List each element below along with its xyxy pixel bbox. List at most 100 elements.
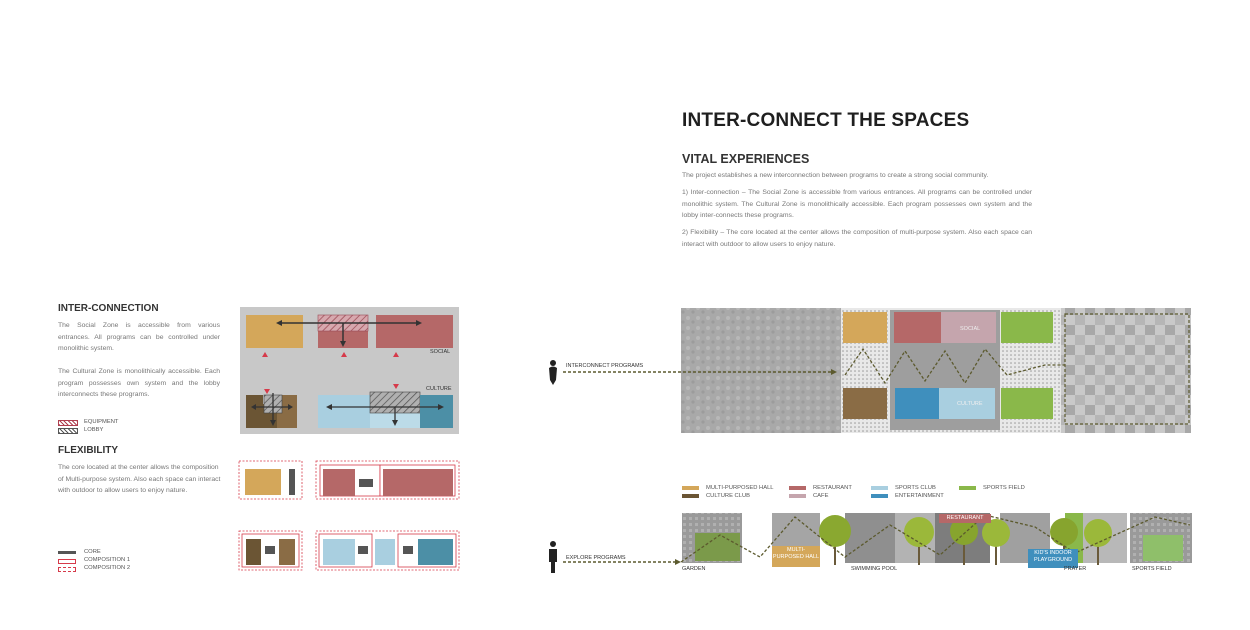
person-body-icon: [549, 366, 557, 385]
comp-bottom-right-sports: [323, 539, 355, 565]
core-swatch: [58, 551, 76, 554]
core-4: [358, 546, 368, 554]
legend-swatch-culture-club: [682, 494, 699, 498]
tree-2: [904, 517, 934, 565]
comp-top-left-outer: [238, 460, 303, 500]
point-1-text: 1) Inter-connection – The Social Zone is…: [682, 189, 1032, 219]
interconnection-diagram: [240, 307, 459, 434]
plan-diagram: [549, 308, 1191, 433]
legend-core: CORE: [84, 549, 101, 555]
plan-site-right: [1061, 308, 1191, 433]
explore-strip: [549, 513, 1192, 573]
intro-text: The project establishes a new interconne…: [682, 172, 989, 179]
photo-sports-field-green: [1143, 535, 1183, 561]
tree-3: [950, 517, 978, 565]
legend-swatch-entertainment: [871, 494, 888, 498]
interconnection-para-2: The Cultural Zone is monolithically acce…: [58, 368, 220, 398]
legend-equipment: EQUIPMENT: [84, 419, 119, 425]
plan-culture-club: [843, 388, 887, 419]
legend-sports-field: SPORTS FIELD: [983, 485, 1025, 491]
legend-swatch-cafe: [789, 494, 806, 498]
plan-zigzag-path: [844, 347, 1065, 385]
tag-hall: MULTI-PURPOSED HALL: [772, 546, 820, 567]
place-garden: GARDEN: [682, 566, 706, 572]
arrow-down-1: [264, 389, 270, 394]
section-subtitle: VITAL EXPERIENCES: [682, 152, 810, 166]
explorer-body-icon: [549, 549, 557, 573]
place-prayer: PRAYER: [1064, 566, 1087, 572]
comp-bottom-left-club-b: [279, 539, 295, 565]
legend-composition-1: COMPOSITION 1: [84, 557, 131, 563]
composition-1-swatch: [58, 559, 76, 564]
legend-lobby: LOBBY: [84, 427, 104, 433]
tree-4: [982, 519, 1010, 565]
core-3: [265, 546, 275, 554]
flexibility-diagram: [238, 460, 460, 571]
comp-bottom-right-outer: [315, 530, 460, 571]
legend-restaurant: RESTAURANT: [813, 485, 852, 491]
plan-restaurant: [894, 312, 941, 343]
legend-composition-2: COMPOSITION 2: [84, 565, 131, 571]
legend-cafe: CAFE: [813, 493, 829, 499]
plan-site-left: [681, 308, 841, 433]
plan-sports-club: [939, 388, 995, 419]
person-head: [550, 360, 556, 366]
plan-label-culture: CULTURE: [957, 401, 983, 407]
legend-swatch-sports-club: [871, 486, 888, 490]
legend-entertainment: ENTERTAINMENT: [895, 493, 944, 499]
composition-2-swatch: [58, 567, 76, 572]
explore-route: [680, 514, 1191, 563]
comp-bottom-left-club-a: [246, 539, 261, 565]
arrow-up-3: [393, 352, 399, 357]
legend-swatch-hall: [682, 486, 699, 490]
legend-hall: MULTI-PURPOSED HALL: [706, 485, 774, 491]
explorer-head: [550, 541, 556, 547]
comp-bottom-right-sports-2: [375, 539, 395, 565]
point-2-text: 2) Flexibility – The core located at the…: [682, 229, 1032, 248]
entertainment-block: [420, 395, 453, 428]
interconnection-diagram-svg: [246, 314, 453, 428]
interconnection-para-1: The Social Zone is accessible from vario…: [58, 322, 220, 352]
core-2: [359, 479, 373, 487]
comp-top-right-rest-1: [323, 469, 355, 496]
place-sports-field: SPORTS FIELD: [1132, 566, 1172, 572]
plan-hall: [843, 312, 887, 343]
interconnection-title: INTER-CONNECTION: [58, 303, 159, 314]
diagram-label-culture: CULTURE: [426, 386, 452, 392]
legend-culture-club: CULTURE CLUB: [706, 493, 751, 499]
comp-top-right-rest-2: [383, 469, 453, 496]
plan-label-social: SOCIAL: [960, 326, 981, 332]
tag-kids: KID'S INDOOR PLAYGROUND: [1028, 549, 1078, 568]
flexibility-para: The core located at the center allows th…: [58, 464, 221, 494]
comp-bottom-right-ent: [418, 539, 453, 565]
interconnect-label: INTERCONNECT PROGRAMS: [566, 363, 644, 369]
photo-pool: [845, 513, 895, 563]
core-5: [403, 546, 413, 554]
plan-outline: [1064, 313, 1190, 425]
arrow-down-2: [393, 384, 399, 389]
social-hall-block: [246, 315, 303, 348]
tree-1: [819, 515, 851, 565]
plan-field-top: [1001, 312, 1053, 343]
lobby-swatch: [58, 428, 78, 434]
culture-club-block-a: [246, 395, 263, 428]
comp-bottom-left-outer: [238, 530, 303, 571]
tag-restaurant: RESTAURANT: [939, 514, 991, 523]
arrow-up-1: [262, 352, 268, 357]
social-cafe-block: [376, 315, 453, 348]
legend-swatch-restaurant: [789, 486, 806, 490]
legend-sports-club: SPORTS CLUB: [895, 485, 936, 491]
plan-field-bottom: [1001, 388, 1053, 419]
arrow-up-2: [341, 352, 347, 357]
diagram-label-social: SOCIAL: [430, 349, 451, 355]
comp-top-left-hall: [245, 469, 281, 495]
place-swimming-pool: SWIMMING POOL: [851, 566, 898, 572]
comp-top-right-outer: [315, 460, 460, 500]
explore-label: EXPLORE PROGRAMS: [566, 555, 626, 561]
plan-entertainment: [895, 388, 939, 419]
flexibility-title: FLEXIBILITY: [58, 445, 118, 456]
equipment-swatch: [58, 420, 78, 426]
core-1: [289, 469, 295, 495]
page-title: INTER-CONNECT THE SPACES: [682, 110, 970, 131]
sports-club-block: [318, 395, 370, 428]
